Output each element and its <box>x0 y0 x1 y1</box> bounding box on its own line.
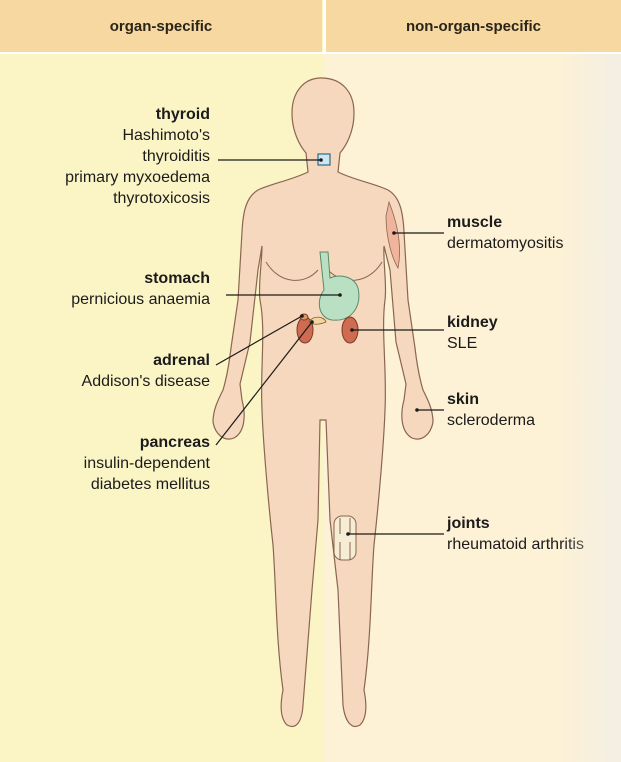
kidney-label: kidney SLE <box>447 312 498 354</box>
kidney-dot <box>350 328 354 332</box>
skin-dot <box>415 408 419 412</box>
pancreas-label: pancreas insulin-dependent diabetes mell… <box>84 432 210 495</box>
skin-title: skin <box>447 389 535 410</box>
adrenal-line-1: Addison's disease <box>82 371 210 392</box>
muscle-label: muscle dermatomyositis <box>447 212 563 254</box>
pancreas-title: pancreas <box>84 432 210 453</box>
skin-line-1: scleroderma <box>447 410 535 431</box>
kidney-title: kidney <box>447 312 498 333</box>
knee-joint <box>334 516 356 560</box>
thyroid-line-2: thyroiditis <box>65 146 210 167</box>
thyroid-line-3: primary myxoedema <box>65 167 210 188</box>
thyroid-line-1: Hashimoto's <box>65 125 210 146</box>
thyroid-title: thyroid <box>65 104 210 125</box>
body-outline <box>213 78 433 726</box>
skin-label: skin scleroderma <box>447 389 535 431</box>
kidney-line-1: SLE <box>447 333 498 354</box>
thyroid-line-4: thyrotoxicosis <box>65 188 210 209</box>
stomach-label: stomach pernicious anaemia <box>71 268 210 310</box>
adrenal-label: adrenal Addison's disease <box>82 350 210 392</box>
stomach-dot <box>338 293 342 297</box>
adrenal-title: adrenal <box>82 350 210 371</box>
pancreas-dot <box>310 320 314 324</box>
thyroid-label: thyroid Hashimoto's thyroiditis primary … <box>65 104 210 209</box>
muscle-line-1: dermatomyositis <box>447 233 563 254</box>
stomach-title: stomach <box>71 268 210 289</box>
thyroid-dot <box>319 158 323 162</box>
joints-dot <box>346 532 350 536</box>
adrenal-dot <box>300 314 304 318</box>
pancreas-line-1: insulin-dependent <box>84 453 210 474</box>
pancreas-line-2: diabetes mellitus <box>84 474 210 495</box>
muscle-title: muscle <box>447 212 563 233</box>
muscle-dot <box>392 231 396 235</box>
stomach-line-1: pernicious anaemia <box>71 289 210 310</box>
page-edge-shadow <box>560 54 621 762</box>
